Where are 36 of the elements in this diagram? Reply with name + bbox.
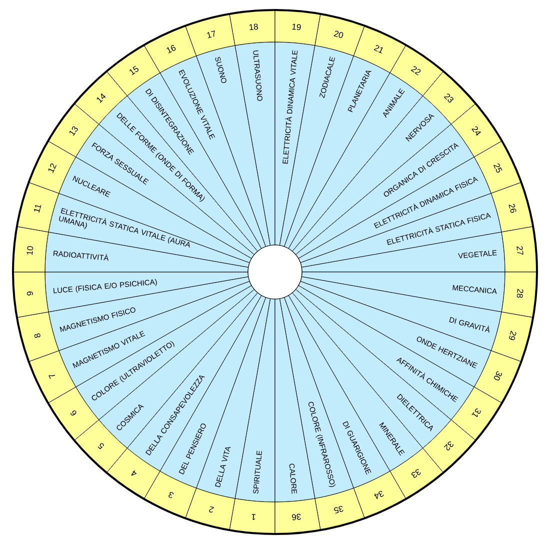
sector-number: 20 [334, 30, 344, 38]
sector-number: 30 [494, 371, 502, 380]
sector-number: 35 [334, 506, 344, 514]
sector-number: 24 [472, 126, 481, 136]
sector-number: 34 [374, 490, 384, 500]
sector-number: 12 [48, 163, 57, 173]
sector-number: 13 [70, 126, 78, 136]
sector-number: 17 [207, 30, 215, 38]
sector-number: 6 [70, 410, 76, 416]
sector-number: 31 [472, 408, 481, 418]
sector-number: 1 [252, 514, 256, 520]
sector-number: 21 [374, 45, 383, 54]
sector-number: 18 [250, 24, 258, 30]
sector-number: 4 [131, 470, 137, 476]
sector-number: 19 [292, 24, 301, 30]
sector-number: 33 [411, 469, 421, 478]
sector-number: 7 [48, 374, 56, 379]
sector-number: 32 [444, 441, 454, 450]
sector-number: 28 [516, 288, 524, 298]
sector-number: 27 [516, 246, 524, 255]
sector-number: 3 [168, 492, 174, 498]
sector-number: 23 [444, 94, 454, 103]
sector-number: 25 [493, 163, 502, 173]
sector-number: 8 [34, 333, 40, 338]
sector-number: 36 [292, 514, 301, 520]
sector-number: 9 [26, 291, 33, 296]
sector-number: 15 [130, 66, 138, 76]
sector-number: 29 [509, 330, 516, 340]
sector-number: 14 [96, 93, 106, 103]
sector-number: 10 [26, 246, 34, 255]
sector-number: 2 [209, 506, 214, 513]
sector-number: 26 [508, 204, 516, 213]
sector-number: 22 [410, 66, 421, 76]
sector-number: 11 [34, 205, 42, 213]
sector-number: 5 [98, 443, 104, 450]
sector-number: 16 [166, 45, 176, 54]
